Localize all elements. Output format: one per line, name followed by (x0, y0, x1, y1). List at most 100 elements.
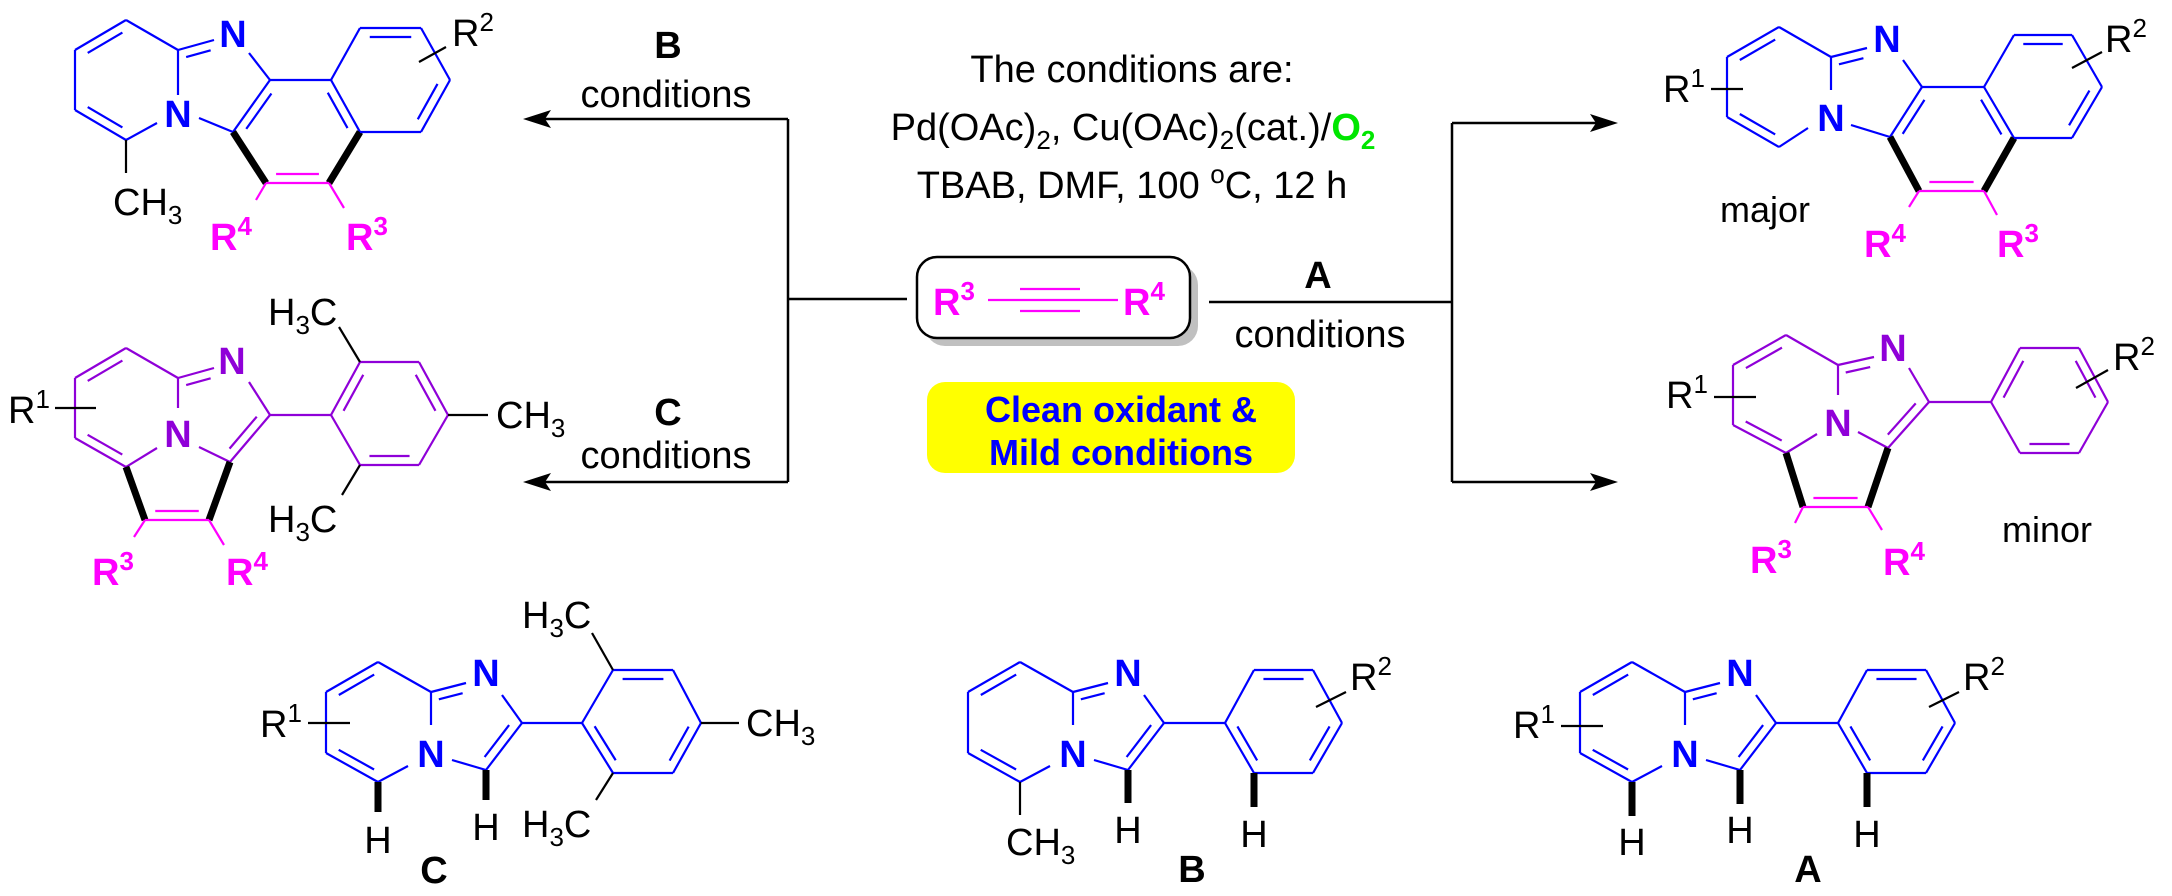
double-bond (177, 38, 215, 52)
nitrogen-label: N (1726, 653, 1753, 695)
double-bond-inner (1592, 673, 1629, 696)
bond (1983, 34, 2015, 88)
bond (1867, 506, 1883, 531)
methyl-label-part: CH (1006, 822, 1061, 864)
r1-label-part: 1 (287, 698, 301, 728)
conditions-line-3-part: C, 12 h (1225, 165, 1348, 207)
methyl-label-part: CH (113, 182, 168, 224)
nitrogen-label: N (164, 414, 191, 456)
double-bond-inner (87, 433, 123, 456)
methyl-label-part: H (268, 499, 295, 541)
route-b-conditions: conditions (580, 74, 751, 116)
bold-bond (326, 130, 363, 185)
double-bond-inner (483, 724, 510, 758)
double-bond (1983, 86, 2015, 139)
bond (591, 632, 614, 671)
nitrogen-label: N (1824, 403, 1851, 445)
substrate-b-label: B (1178, 849, 1205, 891)
bond (595, 772, 614, 801)
double-bond (229, 414, 271, 463)
nitrogen-label-part: N (1879, 328, 1906, 370)
r1-label-part: 1 (1690, 63, 1704, 93)
double-bond-inner (87, 359, 123, 382)
r2-label-part: R (452, 13, 479, 55)
r1-label: R1 (1513, 699, 1555, 747)
double-bond (1579, 752, 1633, 783)
route-b-label: B (654, 25, 681, 67)
double-bond-inner (1901, 99, 1926, 135)
double-bond-inner (1692, 692, 1717, 701)
r1-label: R1 (1663, 63, 1705, 111)
double-bond-inner (342, 374, 365, 412)
nitrogen-label: N (1671, 734, 1698, 776)
substrate-c-label-part: C (420, 850, 447, 892)
bond (1093, 758, 1129, 772)
double-bond-inner (1980, 99, 2003, 135)
double-bond-inner (1838, 57, 1864, 66)
hydrogen-label-part: H (1618, 822, 1645, 864)
conditions-line-1-part: The conditions are: (970, 49, 1293, 91)
methyl-label-part: 3 (549, 613, 563, 643)
double-bond-inner (1845, 365, 1871, 374)
nitrogen-label-part: N (1873, 19, 1900, 61)
conditions-text: The conditions are:Pd(OAc)2, Cu(OAc)2(ca… (891, 49, 1376, 207)
bond (338, 326, 361, 363)
r3-label: R3 (1997, 218, 2039, 266)
nitrogen-label: N (472, 653, 499, 695)
double-bond-inner (1236, 725, 1259, 762)
r2-label-part: R (1963, 657, 1990, 699)
hydrogen-label: H (472, 807, 499, 849)
r4-label-part: 4 (1910, 536, 1925, 566)
nitrogen-label-part: N (218, 341, 245, 383)
double-bond (325, 661, 379, 693)
methyl-label-part: C (310, 292, 337, 334)
double-bond (2071, 86, 2103, 139)
r2-label: R2 (2105, 13, 2147, 61)
double-bond (1312, 722, 1343, 774)
nitrogen-label: N (219, 14, 246, 56)
hydrogen-label-part: H (1240, 814, 1267, 856)
bond (1785, 433, 1818, 454)
nitrogen-label-part: N (219, 14, 246, 56)
r3-label-part: 3 (1777, 534, 1791, 564)
r1-label-part: R (1513, 705, 1540, 747)
double-bond (485, 722, 523, 771)
methyl-label-part: 3 (549, 822, 563, 852)
bond (125, 122, 158, 141)
double-bond-inner (1745, 420, 1783, 442)
double-bond-inner (245, 92, 273, 130)
hydrogen-label-part: H (1726, 810, 1753, 852)
double-bond (672, 722, 702, 774)
highlight-badge: Clean oxidant &Mild conditions (927, 382, 1295, 473)
double-bond (1684, 681, 1721, 694)
double-bond (581, 722, 614, 774)
double-bond-inner (2074, 360, 2097, 399)
double-bond-inner (2068, 90, 2091, 126)
r4-label-part: R (226, 552, 253, 594)
bond (1928, 691, 1960, 708)
double-bond (232, 79, 271, 133)
arrowhead-icon (523, 473, 551, 491)
r3-label: R3 (1750, 534, 1792, 582)
hydrogen-label: H (1240, 814, 1267, 856)
double-bond (1990, 347, 2021, 403)
bold-bond (122, 465, 149, 522)
bond (1908, 190, 1920, 208)
route-a-label-part: A (1304, 255, 1331, 297)
r2-label: R2 (2113, 331, 2155, 379)
r4-label-part: R (1864, 224, 1891, 266)
highlight-line-2-part: Mild conditions (989, 432, 1253, 473)
nitrogen-label-part: N (164, 414, 191, 456)
hydrogen-label-part: H (1853, 814, 1880, 856)
bond (125, 19, 179, 51)
double-bond (330, 361, 361, 416)
r2-label-part: R (2105, 19, 2132, 61)
r1-label: R1 (260, 698, 302, 746)
route-a-conditions: conditions (1234, 314, 1405, 356)
double-bond-inner (87, 106, 123, 129)
double-bond (967, 661, 1021, 693)
methyl-label-part: H (268, 292, 295, 334)
